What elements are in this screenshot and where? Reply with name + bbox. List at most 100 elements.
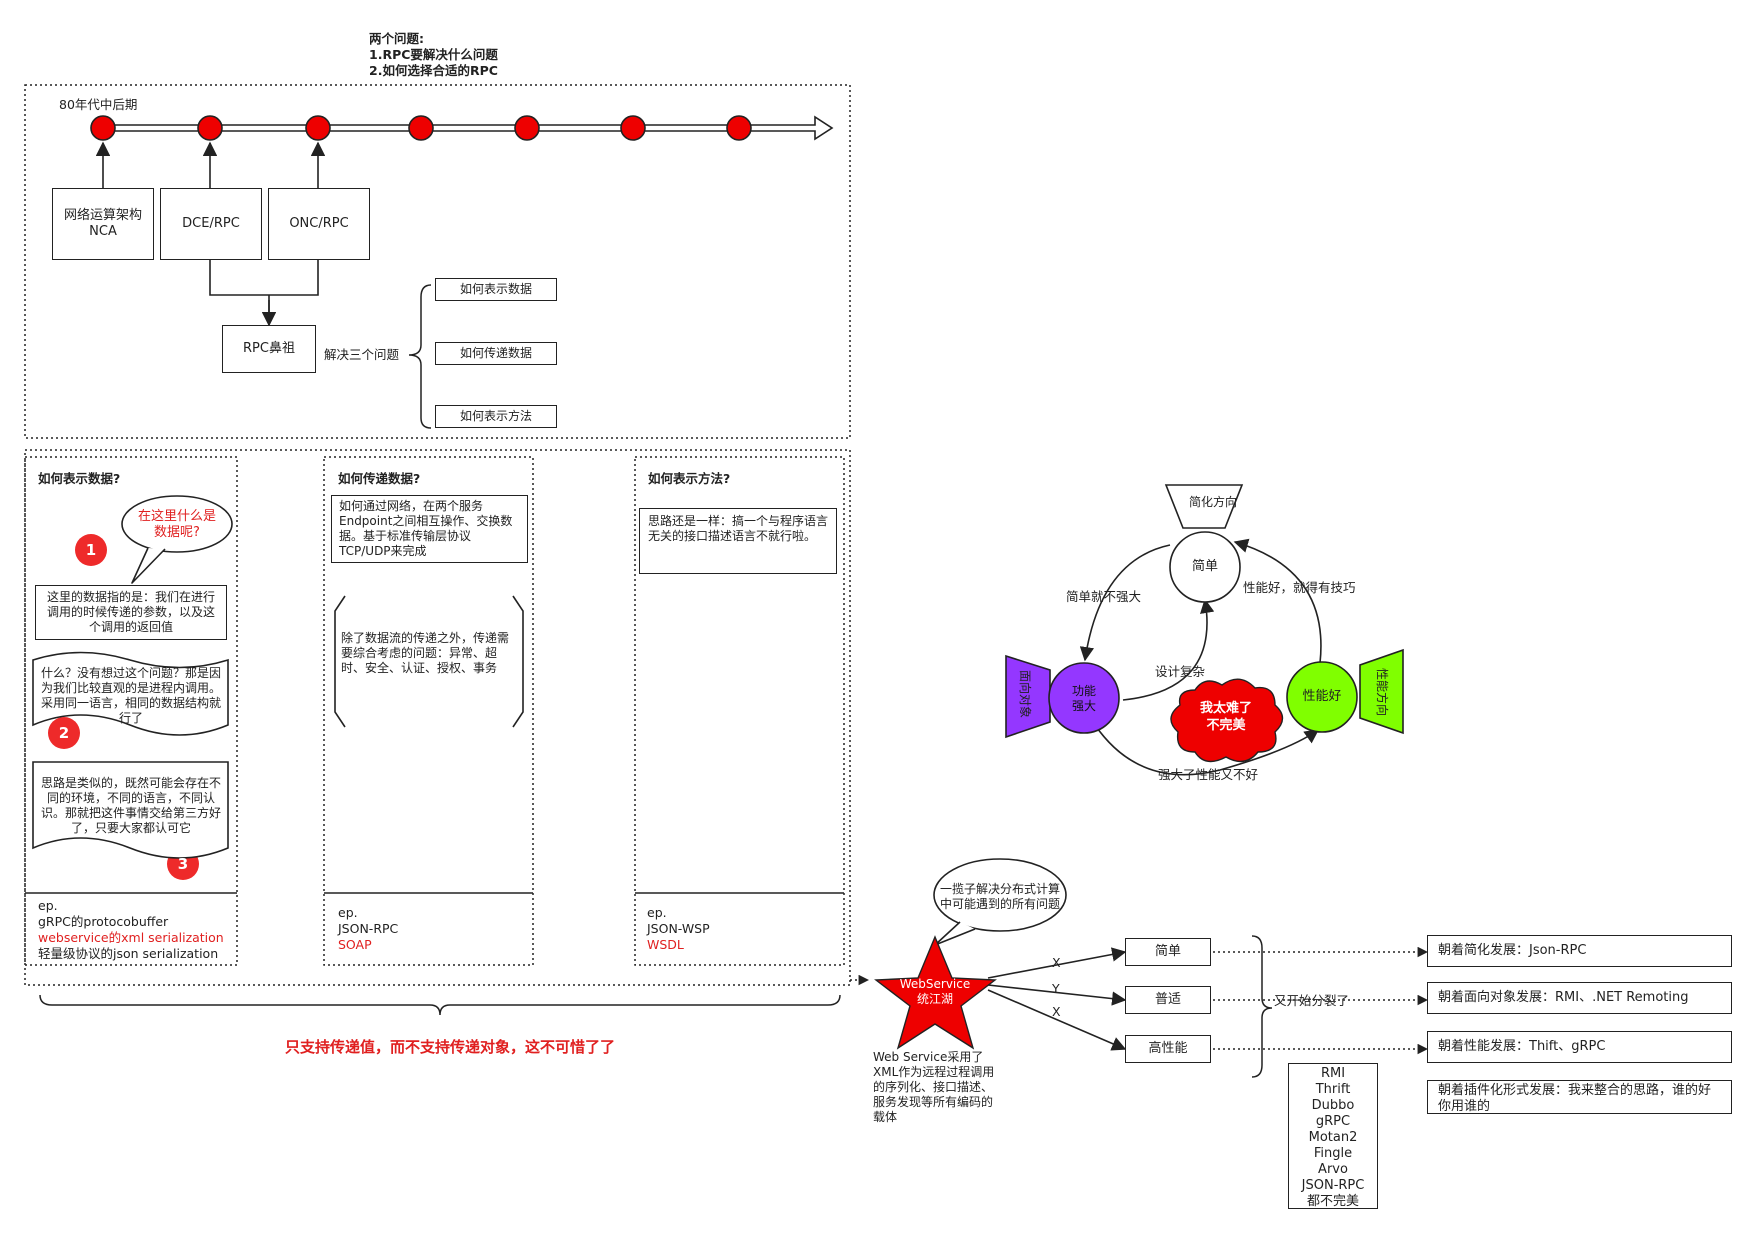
box-nca: 网络运算架构 NCA	[52, 188, 154, 260]
box-onc: ONC/RPC	[268, 188, 370, 260]
dir-simple: 朝着简化发展：Json-RPC	[1427, 935, 1732, 967]
split-brace	[1251, 935, 1273, 1078]
header-title: 两个问题:	[369, 31, 424, 46]
tag-simple-label: 简化方向	[1188, 494, 1237, 509]
col-transfer-note1: 如何通过网络，在两个服务Endpoint之间相互操作、交换数据。基于标准传输层协…	[331, 495, 528, 563]
webservice-cloud	[933, 858, 1067, 932]
timeline-dot	[408, 115, 434, 141]
doc-shape-note3	[32, 761, 229, 859]
frame-col-method	[634, 456, 845, 966]
box-nca-line2: NCA	[89, 224, 117, 239]
doc-shape-note2	[32, 651, 229, 736]
cycle-node-simple	[1169, 531, 1241, 603]
col-data-ep-2: gRPC的protocobuffer	[38, 914, 169, 929]
edge-x2-label: X	[1052, 1004, 1061, 1019]
cycle-node-perf	[1286, 661, 1358, 733]
tag-object-label: 面向对象	[1018, 669, 1033, 718]
framework-item: Arvo	[1318, 1162, 1348, 1177]
bottom-note: 只支持传递值，而不支持传递对象，这不可惜了了	[285, 1038, 616, 1056]
framework-item: JSON-RPC	[1301, 1178, 1365, 1193]
cycle-edge-simple-power	[1079, 544, 1171, 662]
col-transfer-note2: 除了数据流的传递之外，传递需要综合考虑的问题：异常、超时、安全、认证、授权、事务	[341, 631, 510, 675]
edge-x1-label: X	[1052, 955, 1061, 970]
col-data-note1: 这里的数据指的是：我们在进行调用的时候传递的参数，以及这个调用的返回值	[35, 585, 227, 640]
col-data-ep-4: 轻量级协议的json serialization	[38, 946, 219, 961]
edge-to-normal	[987, 984, 1127, 1006]
timeline-dot	[197, 115, 223, 141]
col-transfer-title: 如何传递数据?	[338, 471, 421, 486]
webservice-star-line1: WebService	[899, 977, 971, 991]
cycle-tag-object	[1005, 654, 1051, 739]
timeline-dots	[90, 115, 752, 141]
burst-line2: 不完美	[1206, 718, 1246, 733]
badge-circle	[75, 534, 107, 566]
dir-object: 朝着面向对象发展：RMI、.NET Remoting	[1427, 982, 1732, 1014]
burst-label: 我太难了 不完美	[1185, 697, 1267, 737]
edge-simple-power-label: 简单就不强大	[1066, 589, 1142, 604]
box-nca-line1: 网络运算架构	[63, 208, 142, 223]
badge-1: 1	[85, 541, 97, 559]
col-transfer-ep-1: ep.	[338, 905, 358, 920]
issue-represent-data: 如何表示数据	[435, 278, 557, 301]
badge-3: 3	[177, 855, 189, 873]
edge-y-label: Y	[1052, 981, 1060, 996]
transfer-bracket-right	[512, 595, 524, 728]
cycle-edge-perf-simple	[1233, 538, 1322, 664]
node-simple-label: 简单	[1191, 559, 1218, 574]
node-power-label: 功能 强大	[1054, 682, 1114, 716]
opt-normal: 普适	[1125, 986, 1211, 1014]
col-data-ep-3: webservice的xml serialization	[38, 930, 224, 945]
cycle-node-power	[1048, 662, 1120, 734]
issue-transfer-data: 如何传递数据	[435, 342, 557, 365]
cycle-edge-power-perf	[1094, 724, 1320, 776]
edge-power-perf-label: 强大了性能又不好	[1158, 767, 1259, 782]
webservice-desc: Web Service采用了XML作为远程过程调用的序列化、接口描述、服务发现等…	[873, 1050, 995, 1124]
timeline-dot	[726, 115, 752, 141]
issue-represent-method: 如何表示方法	[435, 405, 557, 428]
col-data-title: 如何表示数据?	[38, 471, 121, 486]
cycle-edge-power-simple	[1122, 598, 1215, 701]
framework-item: RMI	[1320, 1066, 1346, 1081]
cycle-burst	[1170, 678, 1284, 763]
dir-perf: 朝着性能发展：Thift、gRPC	[1427, 1031, 1732, 1063]
tag-perf-label: 性能方向	[1375, 667, 1390, 716]
frame-col-data	[24, 456, 238, 966]
opt-simple: 简单	[1125, 938, 1211, 966]
timeline-dot	[620, 115, 646, 141]
opt-perf: 高性能	[1125, 1035, 1211, 1063]
badge-circle	[48, 717, 80, 749]
node-power-line1: 功能	[1071, 684, 1096, 698]
framework-item: Fingle	[1313, 1146, 1353, 1161]
timeline-dot	[305, 115, 331, 141]
burst-line1: 我太难了	[1199, 701, 1252, 716]
col-method-ep-2: JSON-WSP	[647, 921, 710, 936]
timeline-dot	[90, 115, 116, 141]
webservice-cloud-text: 一揽子解决分布式计算中可能遇到的所有问题	[940, 882, 1060, 911]
col-transfer-ep-2: JSON-RPC	[338, 921, 399, 936]
webservice-star-label: WebService 统江湖	[885, 976, 985, 1008]
box-dce: DCE/RPC	[160, 188, 262, 260]
edge-to-simple	[987, 947, 1127, 979]
timeline-dot	[514, 115, 540, 141]
cloud-what-is-data	[121, 495, 233, 553]
header-question-2: 2.如何选择合适的RPC	[369, 63, 498, 78]
col-data-note2: 什么？没有想过这个问题？那是因为我们比较直观的是进程内调用。采用同一语言，相同的…	[40, 666, 221, 725]
col-method-note1: 思路还是一样：搞一个与程序语言无关的接口描述语言不就行啦。	[639, 508, 837, 574]
cloud-tail	[131, 547, 166, 584]
col-method-title: 如何表示方法?	[648, 471, 731, 486]
frame-timeline	[24, 84, 851, 439]
solve-label: 解决三个问题	[324, 347, 400, 362]
cycle-tag-simple	[1164, 484, 1244, 529]
framework-list: RMI Thrift Dubbo gRPC Motan2 Fingle Arvo…	[1288, 1063, 1378, 1209]
transfer-bracket-left	[334, 595, 346, 728]
col-method-ep-3: WSDL	[647, 937, 684, 952]
framework-item: gRPC	[1315, 1114, 1351, 1129]
webservice-star	[874, 935, 997, 1050]
frame-col-transfer	[323, 456, 534, 966]
edge-power-simple-label: 设计复杂	[1155, 664, 1206, 679]
webservice-star-line2: 统江湖	[916, 992, 953, 1006]
header-question-1: 1.RPC要解决什么问题	[369, 47, 498, 62]
issue-brace	[408, 284, 432, 429]
node-power-line2: 强大	[1071, 699, 1096, 713]
